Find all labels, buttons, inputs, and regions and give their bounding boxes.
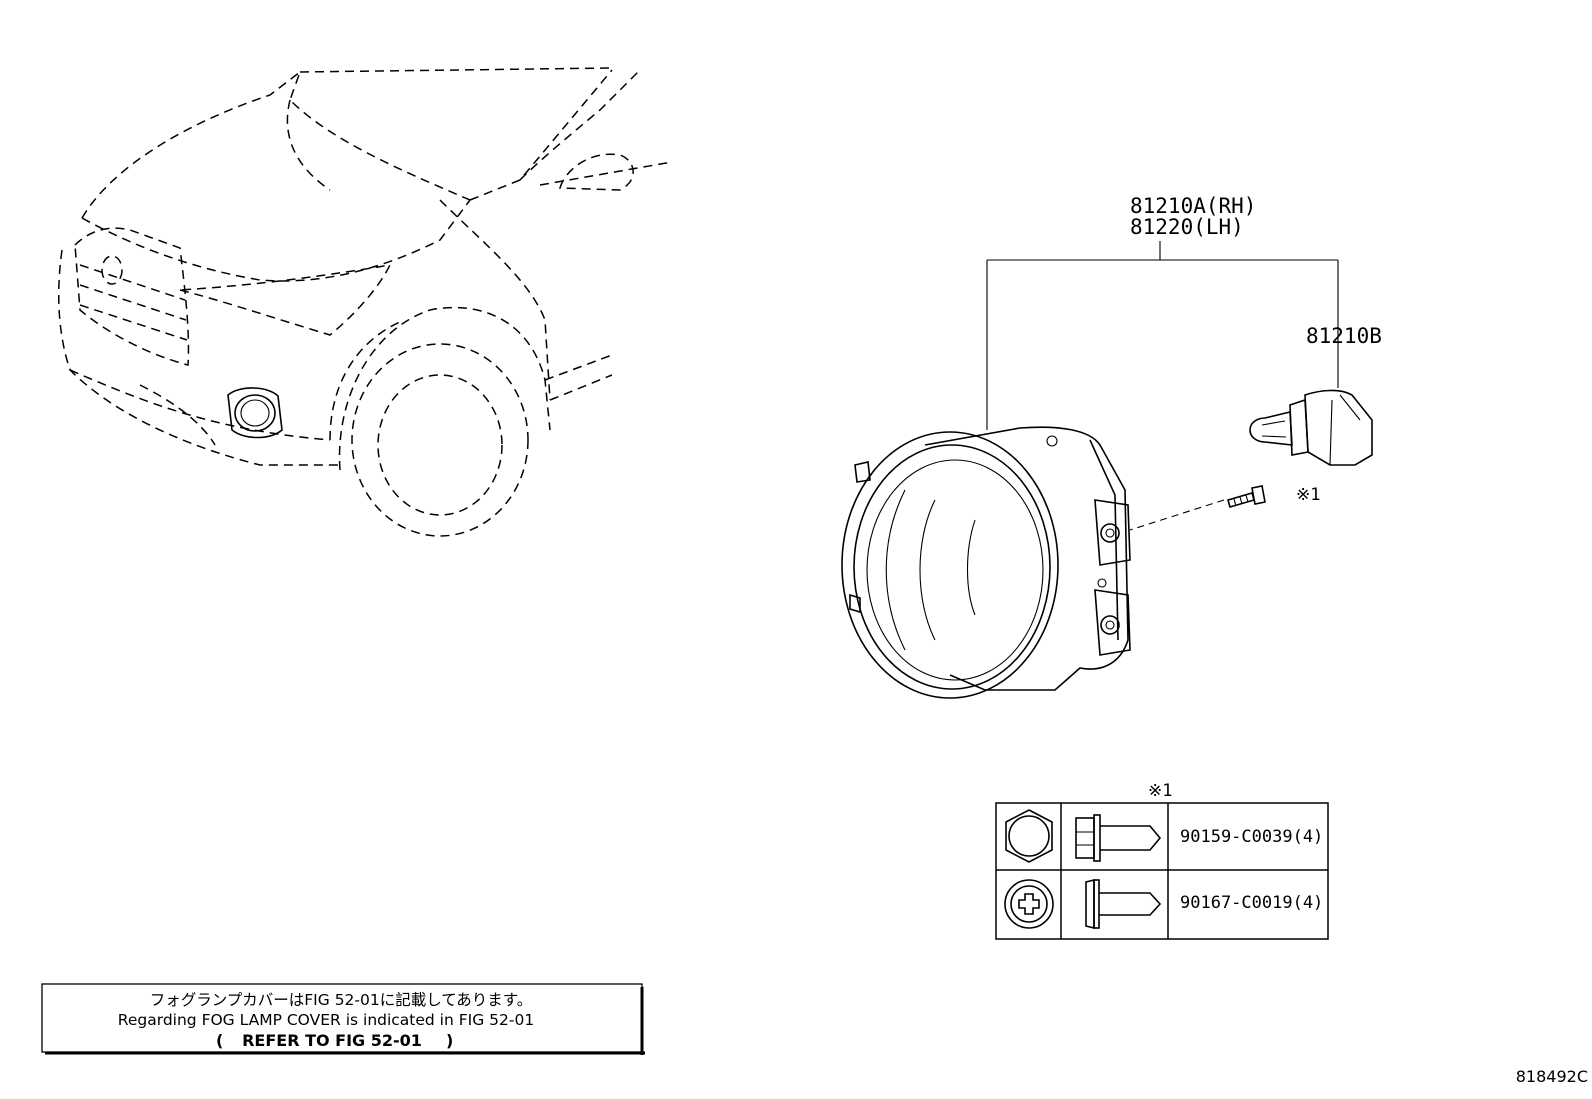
part-number: 90167-C0019(4) bbox=[1180, 893, 1323, 913]
note-jp: フォグランプカバーはFIG 52-01に記載してあります。 bbox=[150, 991, 533, 1009]
leader-lines bbox=[986, 241, 1339, 531]
callout-assembly-lh: 81220(LH) bbox=[1130, 215, 1244, 239]
callout-bulb: 81210B bbox=[1306, 324, 1382, 348]
fog-lamp-location-icon bbox=[227, 387, 283, 439]
callout-screw-ref: ※1 bbox=[1296, 485, 1320, 505]
hex-head-icon bbox=[1005, 809, 1053, 863]
fog-lamp-assembly-icon bbox=[841, 426, 1131, 699]
callout-assembly-rh: 81210A(RH) bbox=[1130, 194, 1256, 218]
vehicle-illustration bbox=[57, 67, 673, 537]
flange-bolt-icon bbox=[1075, 814, 1162, 862]
screw-icon bbox=[1085, 878, 1162, 930]
phillips-head-icon bbox=[1004, 879, 1054, 929]
table-row: 90167-C0019(4) bbox=[1004, 878, 1323, 930]
note-refer-open: ( bbox=[216, 1031, 223, 1050]
fastener-table: ※1 90159-C0039(4) bbox=[995, 781, 1329, 940]
note-en: Regarding FOG LAMP COVER is indicated in… bbox=[118, 1011, 534, 1029]
note-refer-close: ) bbox=[446, 1031, 453, 1050]
table-header: ※1 bbox=[1148, 781, 1172, 801]
note-box: フォグランプカバーはFIG 52-01に記載してあります。 Regarding … bbox=[41, 983, 645, 1055]
note-refer: REFER TO FIG 52-01 bbox=[242, 1031, 422, 1050]
table-row: 90159-C0039(4) bbox=[1005, 809, 1323, 863]
bulb-icon bbox=[1249, 389, 1373, 466]
figure-id: 818492C bbox=[1516, 1067, 1588, 1086]
part-number: 90159-C0039(4) bbox=[1180, 827, 1323, 847]
screw-icon bbox=[1227, 485, 1266, 508]
